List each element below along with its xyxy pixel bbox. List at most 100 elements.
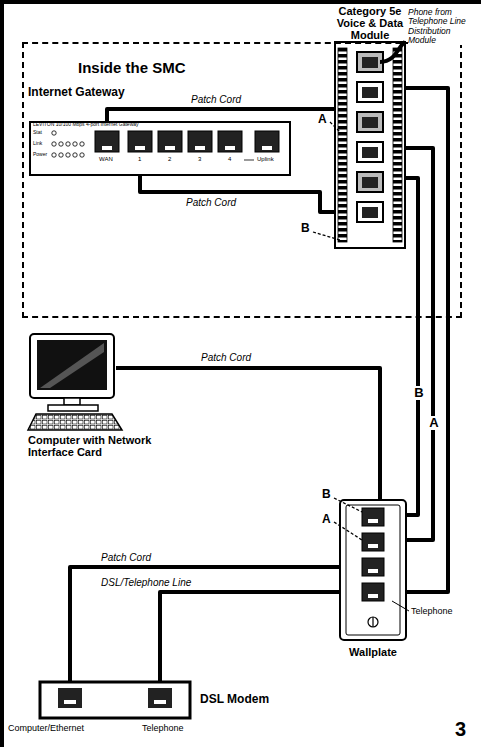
callout-leaders-part (330, 122, 340, 132)
port-label: WAN (99, 156, 113, 163)
callout-leaders-part (313, 232, 340, 240)
panel-jacks-part (357, 202, 383, 222)
wallplate-illustration-part-part (362, 583, 384, 601)
voice-data-panel-part (393, 48, 402, 242)
page-frame-part (0, 0, 4, 747)
wallplate-illustration-part-part (368, 594, 378, 598)
jack-label: Telephone (411, 607, 453, 617)
panel-jacks-part (362, 147, 378, 158)
dsl-modem-illustration-part (40, 682, 190, 718)
internet-gateway-body-part-part (80, 142, 84, 146)
internet-gateway: Internet Gateway (28, 86, 292, 175)
panel-jacks-part (362, 57, 378, 68)
source-note: Phone from Telephone Line Distribution M… (408, 8, 478, 45)
wallplate: Wallplate (340, 500, 406, 664)
computer-outline (22, 330, 116, 430)
internet-gateway-body-part-part (195, 146, 205, 150)
cable-label: A (427, 416, 441, 430)
cable (140, 175, 335, 212)
cable-label: Patch Cord (100, 552, 152, 563)
internet-gateway-body-part (244, 160, 254, 161)
phone-wire (380, 42, 405, 62)
telephone-leader (392, 601, 409, 611)
smc-region: Inside the SMCCategory 5e Voice & Data M… (22, 42, 462, 318)
internet-gateway-body-part-part (262, 146, 272, 150)
wallplate-illustration-part-part (362, 558, 384, 576)
wallplate-illustration (340, 500, 406, 640)
node-heading: Inside the SMC (78, 60, 298, 77)
led-label: Link (33, 141, 42, 147)
internet-gateway-body-part-part (102, 146, 112, 150)
internet-gateway-body-part-part (59, 142, 63, 146)
gateway-ports-part (95, 131, 119, 152)
cable-label: DSL/Telephone Line (100, 577, 192, 588)
node-heading: Internet Gateway (28, 86, 178, 99)
dsl-modem-illustration-part (154, 700, 166, 704)
internet-gateway-body-part-part (80, 153, 84, 157)
cable-label: Patch Cord (185, 197, 237, 208)
internet-gateway-body-part-part (66, 153, 70, 157)
node-heading: DSL Modem (200, 693, 280, 706)
internet-gateway-body-part-part (52, 153, 56, 157)
internet-gateway-body-part-part (73, 142, 77, 146)
gateway-ports (95, 131, 279, 152)
node-heading: Category 5e Voice & Data Module (325, 5, 415, 41)
panel-jacks (357, 52, 383, 222)
port-label: 2 (168, 156, 171, 163)
panel-jacks-part (357, 112, 383, 132)
panel-jacks-part (357, 142, 383, 162)
gateway-ports-part (188, 131, 212, 152)
internet-gateway-body-part-part (165, 146, 175, 150)
port-label: Uplink (257, 156, 274, 163)
panel-jacks-part (357, 172, 383, 192)
cable (107, 109, 335, 122)
voice-data-panel-part (338, 48, 347, 242)
dsl-modem-illustration-part (64, 700, 76, 704)
panel-jacks-part (357, 82, 383, 102)
computer-illustration-part (40, 343, 104, 388)
internet-gateway-body-part (52, 131, 84, 157)
callout-letter: B (301, 222, 310, 235)
panel-jacks-part (362, 207, 378, 218)
callout-letter: A (322, 513, 331, 526)
port-label: 4 (228, 156, 231, 163)
voice-data-module-outline (335, 42, 405, 248)
wallplate-illustration-part-part (368, 519, 378, 523)
wallplate-illustration-part-part (368, 544, 378, 548)
callout-leaders-part (334, 522, 362, 540)
callout-leaders (313, 122, 362, 540)
wallplate-illustration-part (340, 500, 406, 640)
computer-illustration-part (64, 398, 80, 405)
cable (160, 592, 340, 682)
wallplate-illustration-part (368, 617, 378, 627)
node-heading: Wallplate (330, 646, 416, 658)
internet-gateway-body-part-part (73, 153, 77, 157)
wallplate-illustration-part (372, 617, 373, 627)
wallplate-illustration-part (368, 519, 378, 598)
gateway-ports-part (255, 131, 279, 152)
led-label: Stat (33, 130, 42, 136)
computer-illustration-part (37, 340, 107, 390)
computer-illustration-part (30, 334, 114, 398)
dsl-modem: DSL Modem (40, 682, 280, 718)
computer-illustration (28, 334, 122, 430)
cable (116, 368, 380, 500)
port-label: Telephone (142, 724, 184, 734)
cable (405, 88, 448, 592)
port-label: 1 (138, 156, 141, 163)
gateway-ports-part (218, 131, 242, 152)
internet-gateway-body-part (30, 122, 290, 175)
callout-leaders-part (334, 498, 362, 512)
panel-jacks-part (362, 87, 378, 98)
cable (70, 567, 340, 682)
internet-gateway-body-part-part (66, 142, 70, 146)
wallplate-illustration-part (346, 505, 400, 635)
wallplate-illustration-part-part (362, 533, 384, 551)
wallplate-illustration-part-part (368, 569, 378, 573)
gateway-ports-part (128, 131, 152, 152)
callout-letter: A (318, 113, 327, 126)
